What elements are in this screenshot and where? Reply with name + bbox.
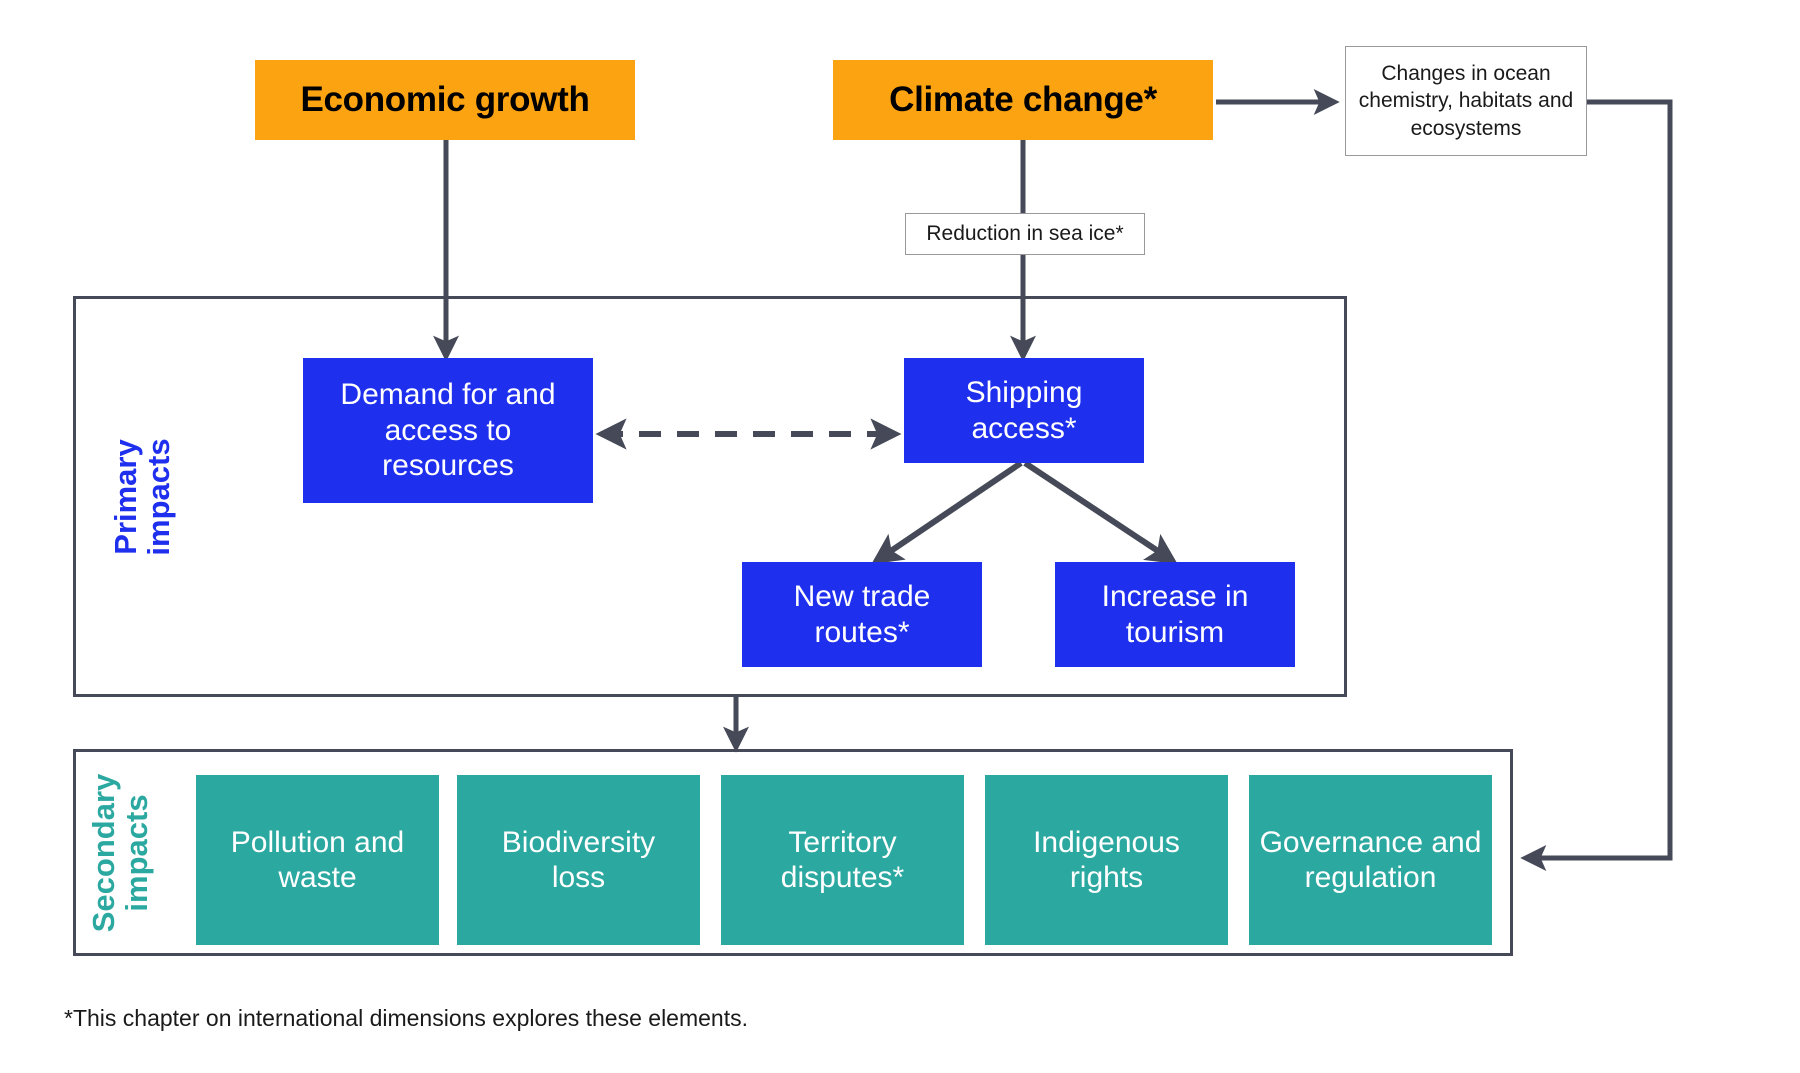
node-indigenous-rights[interactable]: Indigenous rights [985, 775, 1228, 945]
node-new-trade-routes-label: New trade routes* [793, 580, 931, 649]
node-ocean-chemistry[interactable]: Changes in ocean chemistry, habitats and… [1345, 46, 1587, 156]
node-climate-change-label: Climate change* [889, 80, 1157, 120]
node-increase-tourism-label: Increase in tourism [1101, 580, 1249, 649]
node-pollution-waste-label: Pollution and waste [230, 825, 405, 894]
node-demand-resources-label: Demand for and access to resources [340, 378, 556, 483]
node-economic-growth[interactable]: Economic growth [255, 60, 635, 140]
group-primary-impacts [73, 296, 1347, 697]
node-governance-regulation-label: Governance and regulation [1259, 825, 1482, 894]
group-primary-impacts-label: Primary impacts [108, 438, 176, 556]
node-shipping-access-label: Shipping access* [965, 376, 1083, 445]
group-secondary-impacts [73, 749, 1513, 956]
node-new-trade-routes[interactable]: New trade routes* [742, 562, 982, 667]
node-biodiversity-loss-label: Biodiversity loss [501, 825, 656, 894]
node-pollution-waste[interactable]: Pollution and waste [196, 775, 439, 945]
node-increase-tourism[interactable]: Increase in tourism [1055, 562, 1295, 667]
node-shipping-access[interactable]: Shipping access* [904, 358, 1144, 463]
node-indigenous-rights-label: Indigenous rights [1033, 825, 1180, 894]
footnote: *This chapter on international dimension… [64, 1005, 748, 1031]
node-sea-ice[interactable]: Reduction in sea ice* [905, 213, 1145, 255]
group-secondary-impacts-label: Secondary impacts [86, 773, 154, 933]
node-biodiversity-loss[interactable]: Biodiversity loss [457, 775, 700, 945]
node-sea-ice-label: Reduction in sea ice* [926, 222, 1124, 246]
node-climate-change[interactable]: Climate change* [833, 60, 1213, 140]
node-ocean-chemistry-label: Changes in ocean chemistry, habitats and… [1358, 62, 1574, 140]
node-demand-resources[interactable]: Demand for and access to resources [303, 358, 593, 503]
node-governance-regulation[interactable]: Governance and regulation [1249, 775, 1492, 945]
edge-ocean-chemistry-to-secondary [1520, 99, 1673, 871]
node-territory-disputes-label: Territory disputes* [780, 825, 905, 894]
node-territory-disputes[interactable]: Territory disputes* [721, 775, 964, 945]
node-economic-growth-label: Economic growth [300, 80, 590, 120]
